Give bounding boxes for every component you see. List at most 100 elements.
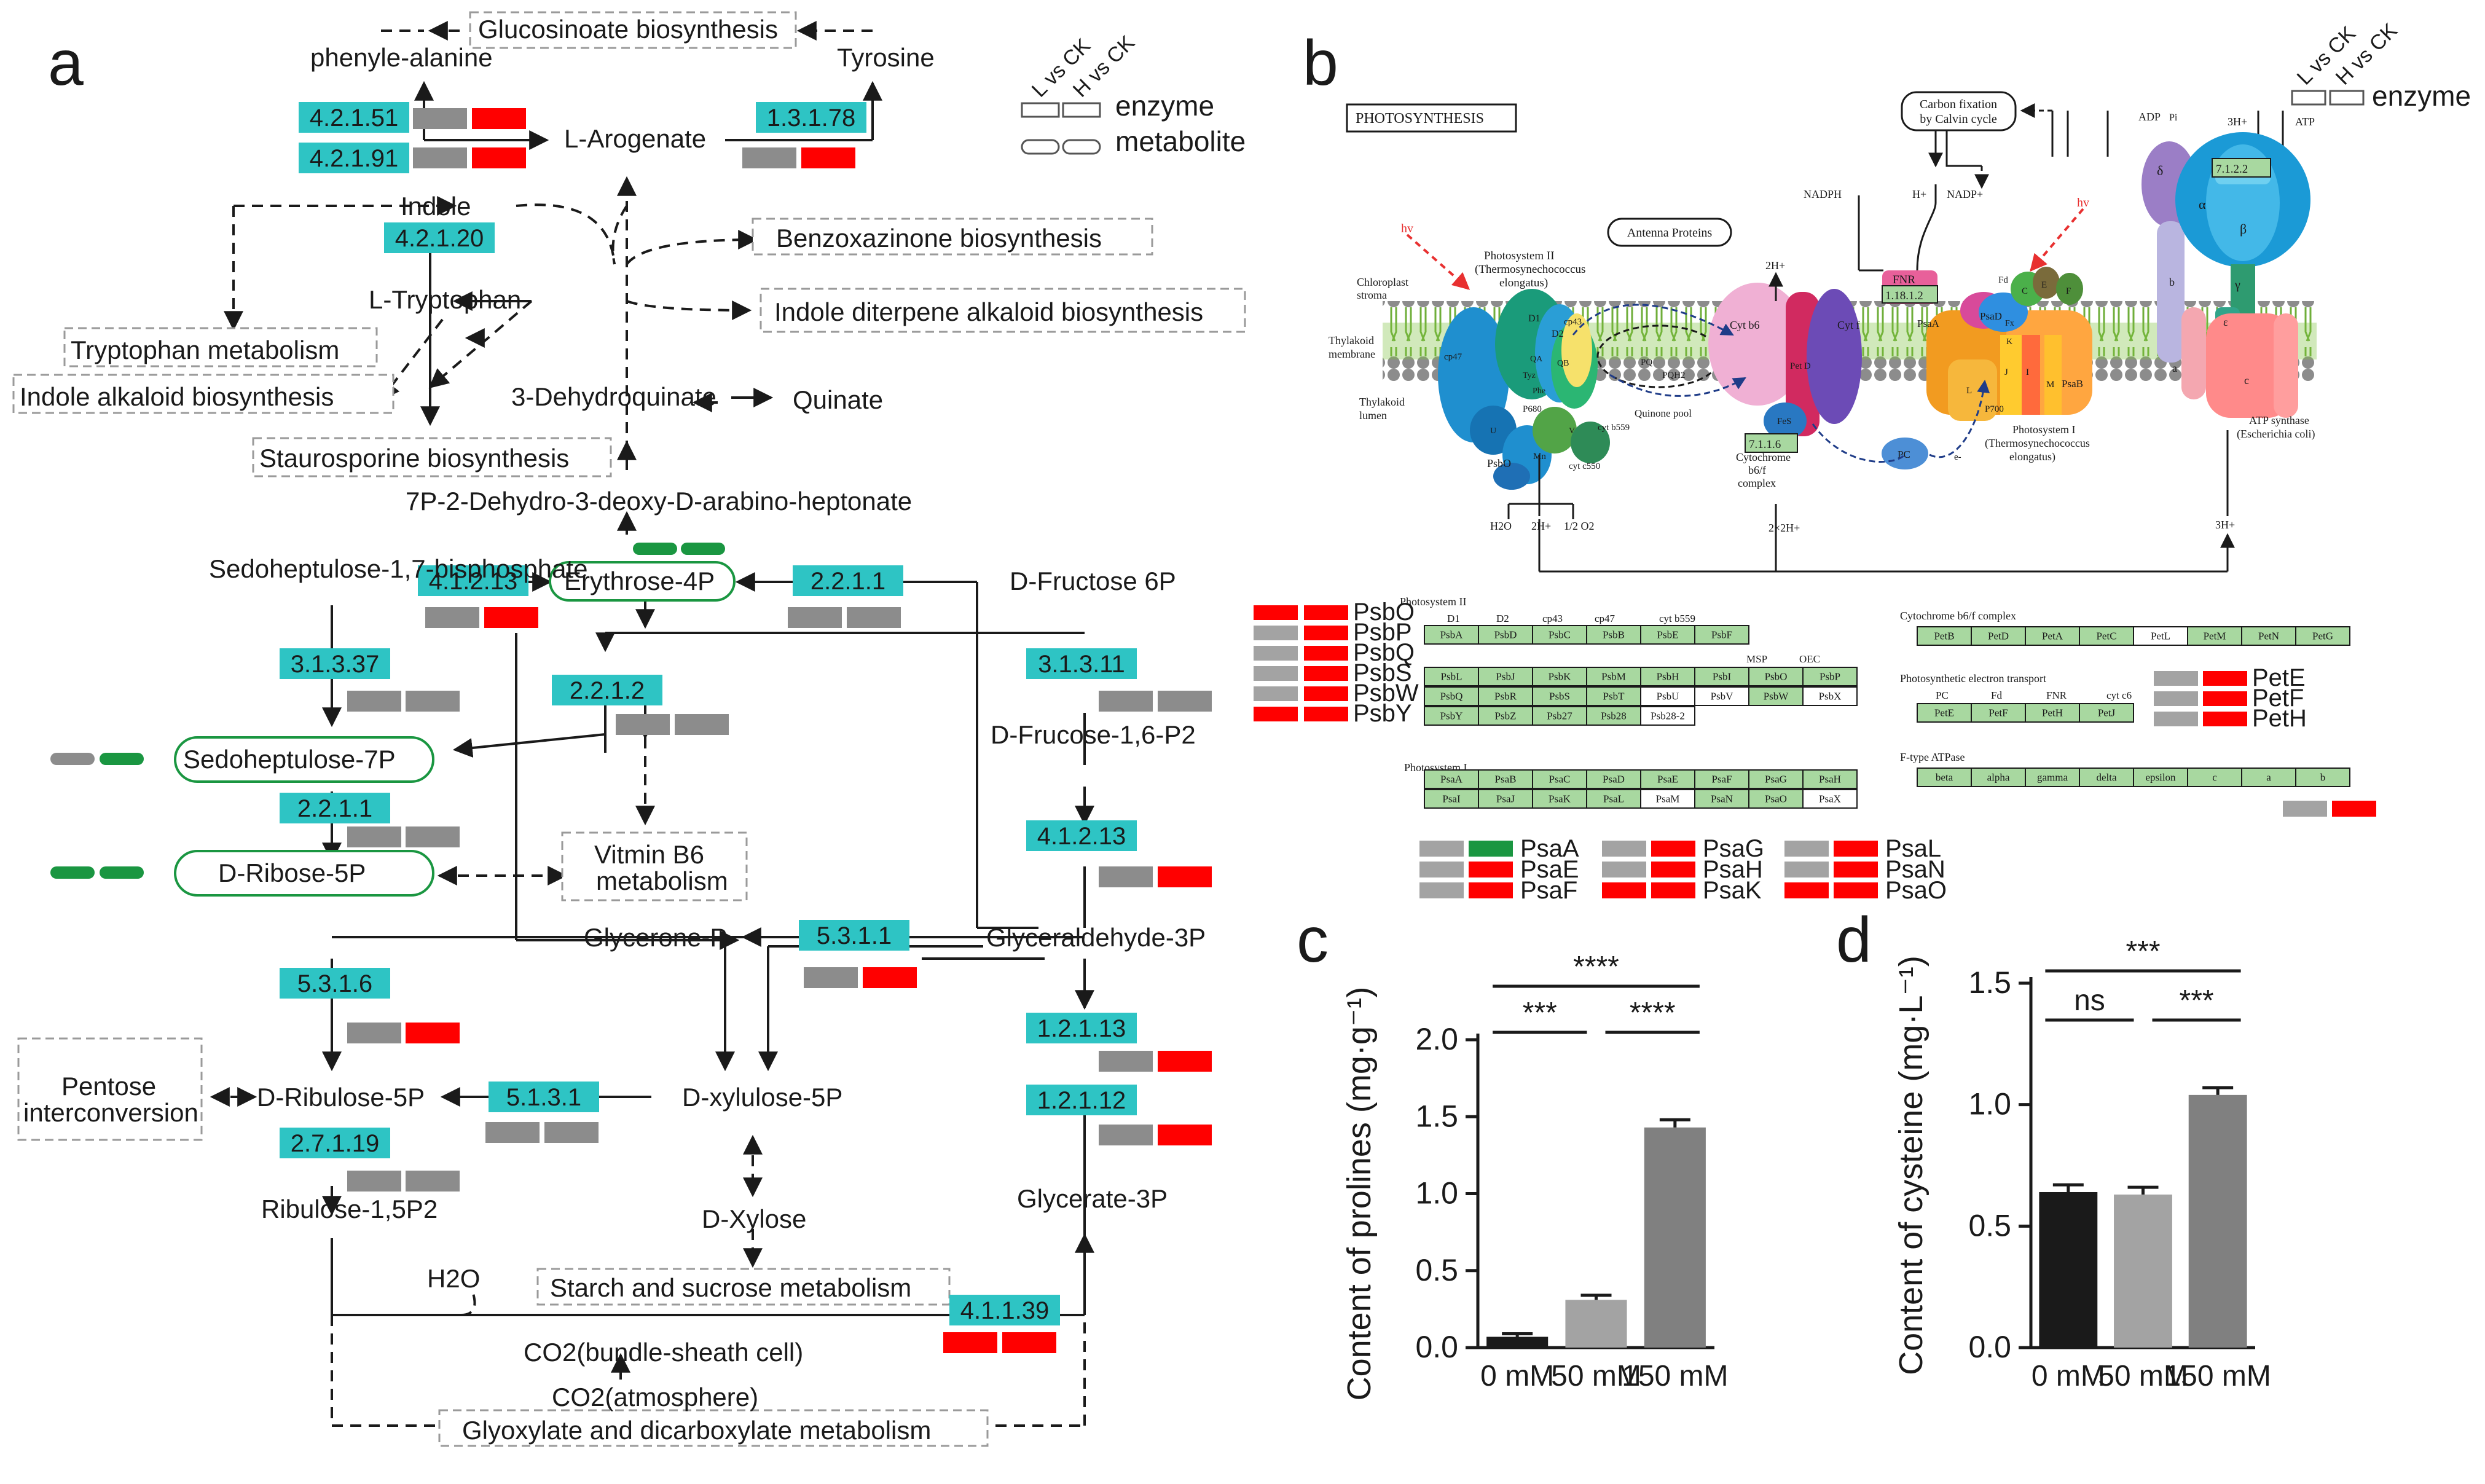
atp-alpha: α — [2199, 197, 2206, 212]
small-i: I — [2026, 367, 2029, 377]
label-glycerate: Glycerate-3P — [1017, 1184, 1168, 1213]
h3-bot: 3H+ — [2215, 519, 2235, 531]
pet-r-text: PetF — [1988, 707, 2008, 718]
ps2-r4-text: Psb27 — [1547, 710, 1572, 721]
psa-l-bar — [1784, 882, 1829, 898]
s7p-oval — [174, 736, 434, 783]
panel-letter-a: a — [48, 28, 84, 99]
psa-label: PsaN — [1885, 856, 1945, 883]
psb-h-bar — [1304, 707, 1348, 721]
label-e4p: Erythrose-4P — [564, 567, 715, 595]
x-tick-label: 150 mM — [2164, 1360, 2271, 1392]
ps1-r2-text: PsaO — [1765, 793, 1787, 804]
cyt-r-cell — [2025, 626, 2080, 646]
ps1-r2-text: PsaX — [1819, 793, 1841, 804]
enzyme-5-3-1-6: 5.3.1.6 — [297, 970, 372, 997]
pet-r-cell — [1971, 703, 2026, 723]
ps2-r1-cell — [1424, 625, 1479, 645]
psa-f-label: F — [2066, 286, 2071, 296]
psb-l-bar — [1254, 605, 1298, 620]
ps2-hdr-text: cp47 — [1595, 613, 1615, 624]
h2x2: 2×2H+ — [1769, 522, 1800, 534]
small-qa: QA — [1530, 355, 1543, 364]
ps2-r2-text: PsbP — [1820, 670, 1840, 682]
panel-d: d — [1836, 905, 1872, 976]
atps-2: (Escherichia coli) — [2237, 428, 2315, 441]
y-tick-label: 1.5 — [1968, 965, 2011, 1000]
label-quinate: Quinate — [793, 385, 883, 414]
ps2-r2-cell — [1640, 667, 1695, 686]
hv-label-1: hv — [1401, 222, 1413, 235]
pet-l-bar — [2154, 712, 2198, 726]
ps2-r3-cell — [1640, 686, 1695, 706]
ps2-r4-cell — [1424, 706, 1479, 726]
psb-h-bar — [1304, 605, 1348, 620]
legend-a: L vs CK H vs CK enzyme metabolite — [1021, 31, 1246, 157]
ps2-r4-cell — [1586, 706, 1641, 726]
photosystem-i-complex: FNR 1.18.1.2 PsaD PsaA PsaB Fd C E F P70… — [1882, 267, 2092, 469]
enzyme-4-2-1-91: 4.2.1.91 — [310, 145, 399, 172]
label-arogenate: L-Arogenate — [564, 124, 706, 153]
label-vitb6-1: Vitmin B6 — [594, 840, 704, 869]
enzyme-4-2-1-51: 4.2.1.51 — [310, 104, 399, 132]
cyt-f-label: Cyt f — [1837, 319, 1860, 331]
atp-r-text: a — [2266, 771, 2271, 783]
ps1-r2-cell — [1802, 789, 1858, 809]
ps2-r3-cell — [1532, 686, 1587, 706]
ps2-r2-cell — [1802, 667, 1858, 686]
ps2-1: Photosystem II — [1484, 249, 1555, 262]
psb-label: PsbW — [1353, 680, 1419, 707]
psb-h-bar — [1304, 646, 1348, 661]
label-xu5p: D-xylulose-5P — [682, 1083, 842, 1112]
r5p-oval — [174, 850, 434, 897]
ps2-2: (Thermosynechococcus — [1475, 263, 1585, 276]
psa-h-bar — [1469, 862, 1513, 877]
ps2-r1-text: PsbD — [1494, 629, 1517, 640]
pathway-boxes — [12, 11, 1246, 1447]
atp-r-cell — [2241, 768, 2296, 787]
atp-a: a — [2172, 362, 2177, 374]
enzyme-labels: 4.2.1.51 4.2.1.91 1.3.1.78 4.2.1.20 4.1.… — [291, 104, 1126, 1324]
label-fbp: D-Frucose-1,6-P2 — [991, 720, 1196, 749]
ps1-r2-cell — [1640, 789, 1695, 809]
ec-atp: 7.1.2.2 — [2216, 163, 2248, 176]
cyt-r-text: PetM — [2204, 630, 2226, 642]
quinone-pool-label: Quinone pool — [1635, 407, 1692, 419]
o2-label: 1/2 O2 — [1564, 520, 1595, 532]
pet-hdr-text: FNR — [2046, 689, 2067, 701]
ps2-r2-text: PsbO — [1765, 670, 1788, 682]
atps-1: ATP synthase — [2249, 414, 2309, 426]
ps2-hdr-text: D1 — [1447, 613, 1460, 624]
psa-l-bar — [1419, 882, 1464, 898]
ps2-r3-text: PsbX — [1819, 690, 1842, 702]
small-l: L — [1966, 386, 1972, 396]
small-m: M — [2046, 380, 2054, 390]
atp-r-text: alpha — [1987, 771, 2010, 783]
ps2-r3-cell — [1748, 686, 1804, 706]
cyt-c550-label: cyt c550 — [1569, 461, 1600, 471]
pathway-labels: Glucosinoate biosynthesis Benzoxazinone … — [20, 15, 1203, 1445]
psa-h-bar — [1651, 862, 1695, 877]
label-f6p: D-Fructose 6P — [1010, 567, 1176, 595]
sig-label: **** — [1630, 997, 1676, 1029]
h3-label: 3H+ — [2228, 116, 2247, 128]
atp-r-text: delta — [2096, 771, 2116, 783]
chloro-2: stroma — [1357, 289, 1387, 301]
psa-d-label: PsaD — [1980, 310, 2002, 322]
atp-delta: δ — [2157, 163, 2163, 178]
metabolite-markers — [50, 543, 725, 879]
psb-l-bar — [1254, 626, 1298, 640]
ps2-r2-text: PsbI — [1713, 670, 1732, 682]
ps2-r3-text: PsbR — [1494, 690, 1517, 702]
y-tick-label: 1.0 — [1968, 1087, 2011, 1121]
ps2-r4-text: Psb28 — [1601, 710, 1627, 721]
ps2-r2-cell — [1478, 667, 1533, 686]
d2-label: D2 — [1552, 329, 1564, 339]
label-h2o: H2O — [427, 1264, 480, 1293]
psb-label: PsbS — [1353, 659, 1412, 686]
panel-a: a L vs CK H vs CK enzyme metabolite — [12, 11, 1246, 1447]
